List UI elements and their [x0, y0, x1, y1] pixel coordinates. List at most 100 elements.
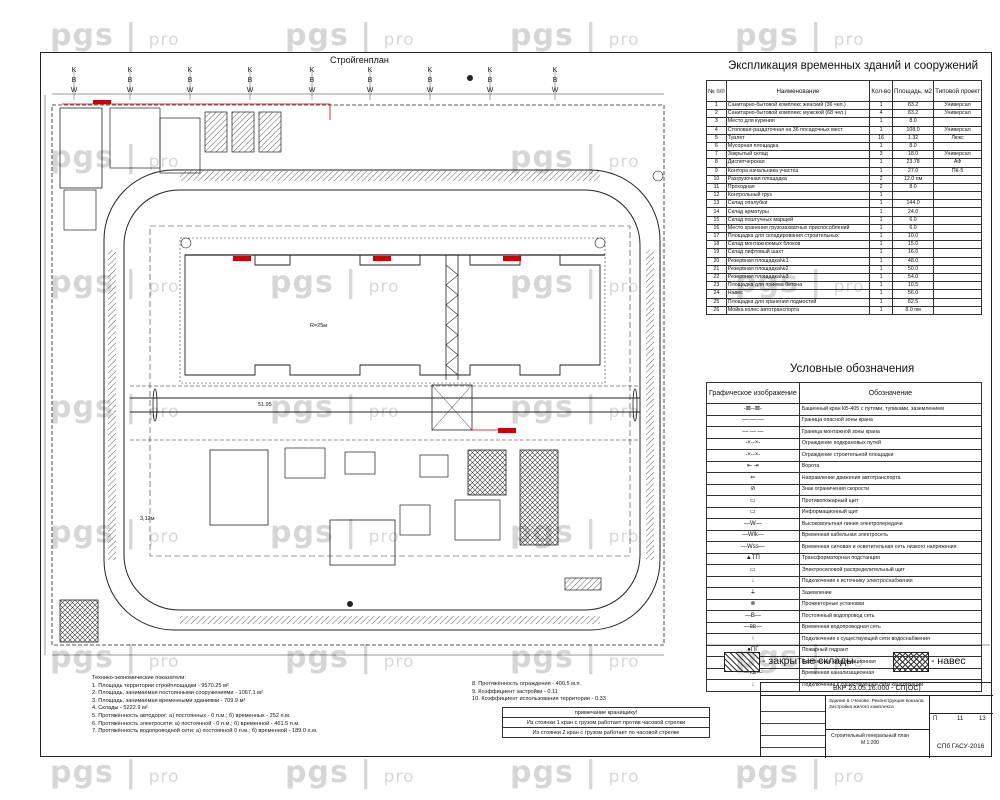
row-qty: 1	[869, 281, 894, 291]
svg-text:B: B	[428, 77, 433, 84]
legend-row: ▭Противопожарный щит	[706, 495, 983, 508]
col-header-area: Площадь, м2	[892, 80, 935, 102]
row-num: 18	[706, 240, 727, 250]
col-header-project: Типовой проект	[933, 80, 982, 102]
legend-symbol: —B—	[706, 610, 800, 623]
row-area: 8.0	[892, 117, 935, 127]
row-project	[933, 223, 982, 234]
row-area: 1.32	[892, 133, 935, 143]
svg-text:W: W	[187, 87, 194, 94]
svg-text:W: W	[247, 87, 254, 94]
row-name: Место для курения	[725, 117, 871, 127]
legend-symbol: ▭	[706, 495, 800, 508]
row-qty: 1	[869, 191, 894, 201]
svg-text:W: W	[487, 87, 494, 94]
legend-text: Ограждение подкрановых путей	[798, 437, 983, 450]
row-area: 82.5	[892, 297, 935, 307]
tech-item: 4. Склады - 5222.9 м²	[92, 705, 148, 712]
svg-text:W: W	[367, 87, 374, 94]
crane-note-line-2: Из стоянки 2 кран с грузом работает по ч…	[502, 727, 710, 738]
dimension-label: 51.95	[258, 402, 272, 408]
row-name: Площадка для хранения подмостей	[725, 297, 871, 307]
legend-row: -×--×-Ограждение подкрановых путей	[706, 437, 983, 450]
legend-symbol: ↑	[706, 633, 800, 646]
row-area: 18.0	[892, 150, 935, 160]
stamp-scale: М 1:200	[861, 740, 880, 746]
shed-swatch	[893, 652, 929, 672]
row-name: Склад арматуры	[725, 207, 871, 217]
tech-item: 2. Площадь, занимаемая постоянными соору…	[92, 690, 263, 697]
row-name: Туалет	[725, 133, 871, 143]
tech-items-2: 8. Протяжённость ограждения - 400.5 м.п.…	[472, 681, 606, 704]
row-name: Мойка колес автотранспорта	[725, 305, 871, 315]
row-num: 26	[706, 305, 727, 315]
legend-text: Знак ограничения скорости	[798, 483, 983, 496]
dimension-label-2: 3,12м	[140, 516, 155, 522]
row-project: Универсал	[933, 100, 982, 111]
row-project: Люкс	[933, 133, 982, 143]
stamp-code: ВКР 23.05.16.000 - СП(ОС)	[833, 685, 921, 692]
explication-table: № п/п Наименование Кол-во Площадь, м2 Ти…	[706, 80, 982, 315]
row-qty: 4	[869, 109, 894, 119]
row-project	[933, 240, 982, 250]
row-num: 25	[706, 297, 727, 307]
legend-text: Электросиловой распределительный щит	[798, 564, 983, 577]
row-name: Площадка для складирования строительных	[725, 231, 871, 242]
tech-item: 5. Протяжённость автодорог: а) постоянны…	[92, 712, 291, 719]
tech-item: 8. Протяжённость ограждения - 400.5 м.п.	[472, 681, 582, 687]
row-qty: 1	[869, 125, 894, 135]
legend-text: Направление движения автотранспорта	[798, 472, 983, 485]
row-project: АФ	[933, 158, 982, 168]
legend-symbol: ⊘	[706, 483, 800, 496]
row-project	[933, 141, 982, 152]
tech-item: 9. Коэффициент застройки - 0.11	[472, 688, 558, 695]
row-area: 12.0 пм	[892, 174, 935, 184]
svg-text:K: K	[488, 67, 493, 74]
legend-row: —B—Постоянный водопровод сеть	[706, 610, 983, 623]
row-area: 8.0	[892, 182, 935, 193]
row-project	[933, 248, 982, 258]
legend-symbol: —W—	[706, 518, 800, 531]
col-header-num: № п/п	[706, 80, 727, 102]
svg-text:W: W	[427, 87, 434, 94]
legend-symbol: -⊠--⊠-	[706, 403, 800, 416]
row-area: 108.0	[892, 125, 935, 135]
legend-symbol: -×--×-	[706, 437, 800, 450]
legend-text: Ворота	[798, 460, 983, 473]
plan-title: Стройгенплан	[330, 55, 389, 65]
row-name: Площадка для приема бетона	[725, 281, 871, 291]
legend-symbol: ⊗	[706, 598, 800, 611]
legend-text: Противопожарный щит	[798, 495, 983, 508]
row-area: 23.78	[892, 158, 935, 168]
row-project: Универсал	[933, 109, 982, 119]
legend-row: ⇐Направление движения автотранспорта	[706, 472, 983, 485]
row-area: 50.0	[892, 264, 935, 274]
row-area: 83.2	[892, 100, 935, 111]
road-ring	[103, 169, 661, 631]
row-num: 12	[706, 191, 727, 201]
legend-row: —W—Высоковольтная линия электропередачи	[706, 518, 983, 531]
row-area: 48.0	[892, 256, 935, 266]
row-num: 9	[706, 166, 727, 176]
row-num: 16	[706, 223, 727, 234]
row-qty: 1	[869, 297, 894, 307]
row-name: Место хранения грузозахватных приспособл…	[725, 223, 871, 234]
row-project	[933, 305, 982, 315]
row-num: 6	[706, 141, 727, 152]
row-name: Склад поштучных марщей	[725, 215, 871, 225]
row-num: 20	[706, 256, 727, 266]
row-name: Навес	[725, 289, 871, 299]
legend-symbol: ⇤ ⇥	[706, 460, 800, 473]
legend-text: Башенный кран КБ-405 с путями, тупиками,…	[798, 403, 983, 416]
closed-storage-label: - закрытые склады	[762, 655, 854, 667]
svg-text:K: K	[128, 67, 133, 74]
legend-symbol: —Wlk—	[706, 529, 800, 542]
row-qty: 1	[869, 207, 894, 217]
row-project	[933, 191, 982, 201]
